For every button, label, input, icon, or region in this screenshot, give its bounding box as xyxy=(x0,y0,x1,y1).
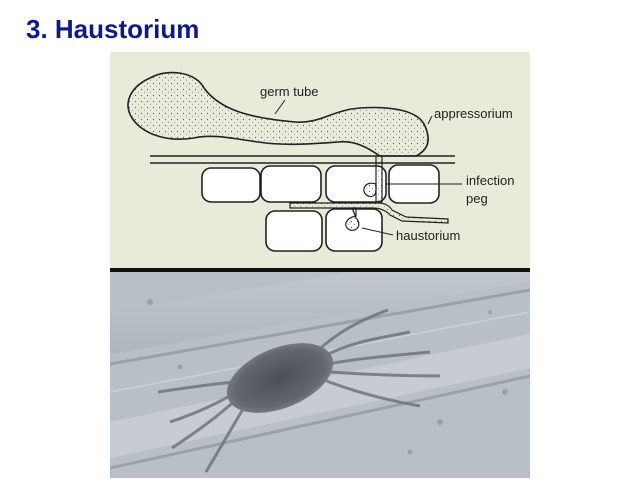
cell-wall-line xyxy=(109,374,531,470)
label-infection: infection xyxy=(466,173,514,188)
label-haustorium: haustorium xyxy=(396,228,460,243)
haustorium-body xyxy=(226,343,334,413)
cell-wall-line xyxy=(109,288,531,366)
label-germ-tube: germ tube xyxy=(260,84,319,99)
diagram-svg: germ tube appressorium infection peg hau… xyxy=(110,52,530,270)
plant-cell xyxy=(265,210,323,252)
haustorium-diagram: germ tube appressorium infection peg hau… xyxy=(110,52,530,270)
figure: germ tube appressorium infection peg hau… xyxy=(109,52,531,478)
haustorium-upper xyxy=(363,182,377,198)
cell-wall-band xyxy=(110,334,530,458)
plant-cell xyxy=(201,167,261,203)
slide-title: 3. Haustorium xyxy=(26,14,200,44)
intercellular-hypha xyxy=(289,202,449,224)
haustorial-lobes xyxy=(157,308,441,473)
micrograph-speckles xyxy=(147,299,508,455)
label-peg: peg xyxy=(466,191,488,206)
leader-appressorium xyxy=(427,115,433,125)
haustorium-lower xyxy=(345,207,360,231)
panel-divider xyxy=(110,268,530,272)
haustorium-micrograph xyxy=(109,242,531,478)
plant-cell xyxy=(260,165,322,203)
label-appressorium: appressorium xyxy=(434,106,513,121)
leader-germ-tube xyxy=(274,99,286,115)
micrograph-svg xyxy=(109,242,531,478)
germ-tube xyxy=(127,71,429,157)
infection-peg xyxy=(375,155,383,203)
leader-haustorium xyxy=(361,227,394,236)
